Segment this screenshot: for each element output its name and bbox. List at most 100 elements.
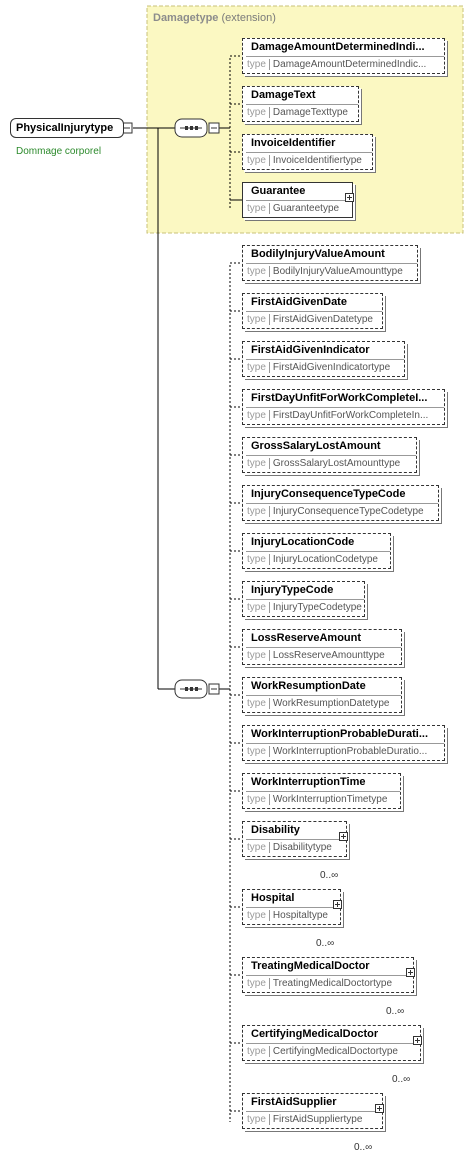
element-type-name: FirstDayUnfitForWorkCompleteIn... [272,410,429,421]
branch-lines [230,55,242,1112]
element-name: WorkInterruptionTime [251,776,366,788]
sequence-compositor-icon[interactable] [174,679,208,699]
element-name: DamageAmountDeterminedIndi... [251,41,425,53]
element-type-name: InjuryLocationCodetype [272,554,378,565]
element-name: InjuryConsequenceTypeCode [251,488,406,500]
extension-note: (extension) [221,12,276,24]
element-name: CertifyingMedicalDoctor [251,1028,379,1040]
type-keyword: type [246,698,270,709]
element-type-name: Disabilitytype [272,842,332,853]
type-keyword: type [246,554,270,565]
root-element-name: PhysicalInjurytype [16,122,114,134]
element-type-name: InjuryConsequenceTypeCodetype [272,506,424,517]
expand-icon[interactable] [406,968,415,977]
expand-icon[interactable] [333,900,342,909]
type-keyword: type [246,910,270,921]
extension-type-name: Damagetype [153,12,219,24]
element-name: InjuryLocationCode [251,536,355,548]
element-type-name: DamageAmountDeterminedIndic... [272,59,427,70]
type-keyword: type [246,59,270,70]
element-name: WorkResumptionDate [251,680,366,692]
type-keyword: type [246,362,270,373]
sequence-collapse-icon[interactable] [208,122,220,134]
type-keyword: type [246,602,270,613]
occurrence-label: 0..∞ [320,870,339,881]
element-name: Hospital [251,892,295,904]
occurrence-label: 0..∞ [354,1142,373,1153]
element-type-name: BodilyInjuryValueAmounttype [272,266,403,277]
expand-icon[interactable] [345,193,354,202]
type-keyword: type [246,155,270,166]
type-keyword: type [246,314,270,325]
type-keyword: type [246,266,270,277]
element-type-name: FirstAidGivenDatetype [272,314,373,325]
element-name: Guarantee [251,185,306,197]
sequence-collapse-icon[interactable] [208,683,220,695]
root-element[interactable]: PhysicalInjurytype [10,118,124,138]
expand-icon[interactable] [413,1036,422,1045]
element-type-name: CertifyingMedicalDoctortype [272,1046,398,1057]
element-name: WorkInterruptionProbableDurati... [251,728,429,740]
type-keyword: type [246,203,270,214]
type-keyword: type [246,842,270,853]
element-type-name: TreatingMedicalDoctortype [272,978,393,989]
extension-title: Damagetype (extension) [153,12,276,24]
connectors [133,58,231,1122]
element-name: Disability [251,824,300,836]
expand-icon[interactable] [375,1104,384,1113]
element-name: InjuryTypeCode [251,584,334,596]
element-type-name: DamageTexttype [272,107,348,118]
element-name: FirstAidSupplier [251,1096,337,1108]
element-type-name: InvoiceIdentifiertype [272,155,362,166]
type-keyword: type [246,506,270,517]
type-keyword: type [246,1114,270,1125]
element-type-name: Guaranteetype [272,203,340,214]
expand-icon[interactable] [339,832,348,841]
element-name: FirstAidGivenDate [251,296,347,308]
element-type-name: WorkInterruptionTimetype [272,794,388,805]
type-keyword: type [246,978,270,989]
element-name: FirstDayUnfitForWorkCompleteI... [251,392,428,404]
element-type-name: LossReserveAmounttype [272,650,385,661]
sequence-compositor-icon[interactable] [174,118,208,138]
occurrence-label: 0..∞ [316,938,335,949]
element-type-name: Hospitaltype [272,910,328,921]
